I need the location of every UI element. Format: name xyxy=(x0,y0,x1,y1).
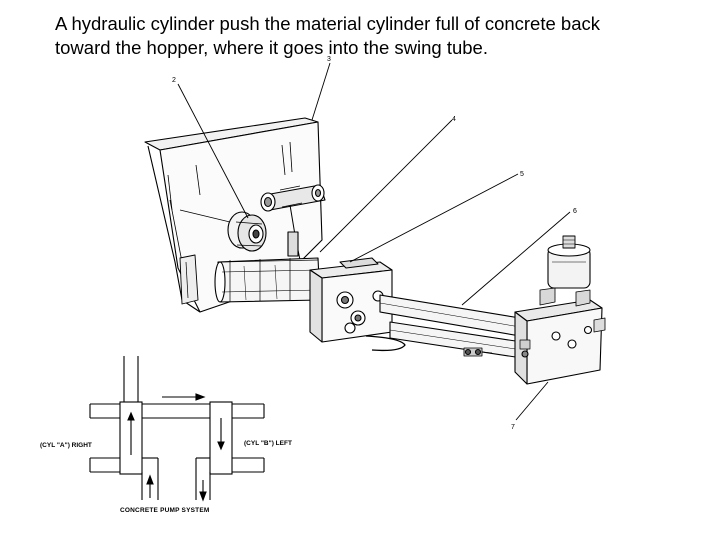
valve-block xyxy=(514,287,606,385)
supply-up-arrow-icon xyxy=(146,474,154,485)
material-cylinders xyxy=(214,257,321,303)
callout-4: 4 xyxy=(452,116,456,123)
flow-schematic xyxy=(89,356,265,502)
accumulator xyxy=(547,235,591,289)
caption: A hydraulic cylinder push the material c… xyxy=(55,12,695,60)
swing-actuator xyxy=(260,184,326,261)
leader-lines xyxy=(177,62,571,421)
callout-7: 7 xyxy=(511,424,515,431)
hydraulic-cylinders xyxy=(379,294,523,359)
caption-line-1: A hydraulic cylinder push the material c… xyxy=(55,13,600,34)
cylinder-b xyxy=(209,401,233,475)
cylinder-fitting xyxy=(463,347,493,357)
cyl-a-label: (CYL "A") RIGHT xyxy=(40,442,92,449)
callout-2: 2 xyxy=(172,77,176,84)
callout-6: 6 xyxy=(573,208,577,215)
callout-5: 5 xyxy=(520,171,524,178)
water-box xyxy=(309,257,406,352)
return-down-arrow-icon xyxy=(199,491,207,502)
cyl-b-label: (CYL "B") LEFT xyxy=(244,440,292,447)
swing-valve-gear xyxy=(227,211,267,252)
machine-illustration xyxy=(144,62,606,421)
callout-3: 3 xyxy=(327,56,331,63)
cylinder-b-down-arrow-icon xyxy=(217,441,225,451)
cylinder-a xyxy=(119,356,143,475)
caption-line-2: toward the hopper, where it goes into th… xyxy=(55,37,488,58)
bottom-pipe xyxy=(89,457,265,502)
flow-right-arrow-icon xyxy=(195,393,206,401)
system-label: CONCRETE PUMP SYSTEM xyxy=(120,507,209,514)
cylinder-a-up-arrow-icon xyxy=(127,411,135,421)
top-transfer-pipe xyxy=(89,393,265,419)
